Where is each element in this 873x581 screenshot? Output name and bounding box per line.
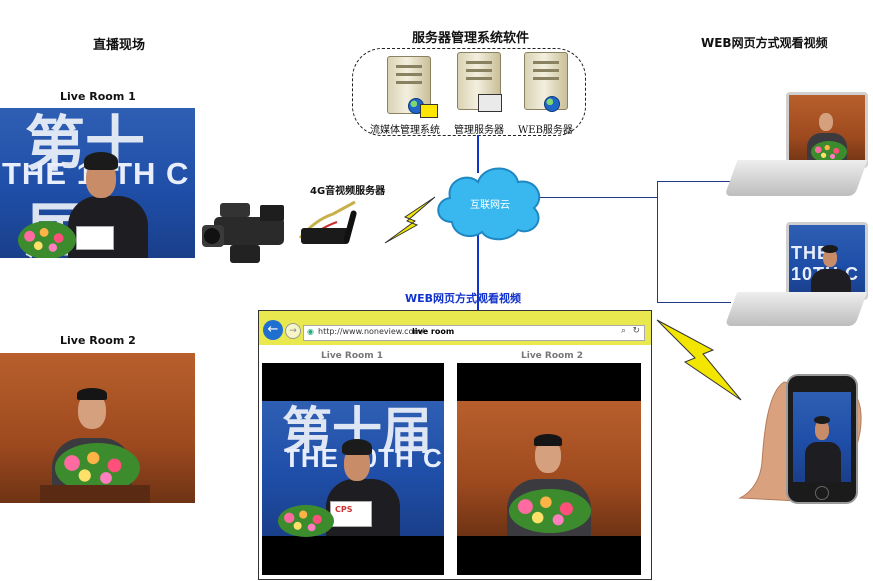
speaker-body — [805, 442, 841, 482]
monitor-icon — [478, 94, 502, 112]
room2-photo — [0, 353, 195, 503]
page-icon: ◉ — [307, 327, 314, 336]
link-laptop1 — [657, 181, 731, 182]
video-room1-image: 第十届 THE 10TH C CPS — [262, 401, 444, 537]
video-label-room2: Live Room 2 — [521, 351, 583, 361]
live-scene-title: 直播现场 — [93, 38, 146, 53]
video-player-room2[interactable] — [457, 363, 641, 575]
flower-arrangement — [278, 505, 334, 537]
laptop1-video — [789, 95, 865, 165]
laptop2-video: THE 10TH C — [789, 225, 865, 297]
link-servers-cloud — [477, 135, 479, 173]
flower-arrangement — [811, 141, 847, 163]
video-camera-icon — [202, 203, 284, 263]
web-view-title-center: WEB网页方式观看视频 — [405, 292, 522, 305]
speaker-turban — [822, 245, 838, 253]
podium-sign — [76, 226, 114, 250]
url-prefix: http://www.noneview.com/ — [318, 327, 424, 336]
speaker-turban — [84, 152, 118, 170]
speaker-hair — [77, 388, 107, 400]
web-view-title-top: WEB网页方式观看视频 — [701, 36, 828, 50]
forward-button[interactable]: → — [285, 323, 301, 339]
globe-icon — [544, 96, 560, 112]
wireless-bolt-icon — [384, 196, 436, 244]
laptop2-screen: THE 10TH C — [786, 222, 868, 300]
speaker-turban — [814, 416, 830, 424]
flower-arrangement — [509, 489, 591, 533]
search-icon[interactable]: ⌕ — [620, 326, 626, 336]
speaker-turban — [342, 439, 372, 455]
folder-icon — [420, 104, 438, 118]
podium-sign: CPS — [330, 501, 372, 527]
url-path: live room — [412, 327, 455, 336]
server-label-streaming: 流媒体管理系统 — [370, 125, 440, 136]
speaker-head — [815, 420, 829, 440]
podium — [40, 485, 150, 503]
smartphone — [786, 374, 858, 504]
room1-photo: 第十届 THE 10TH C — [0, 108, 195, 258]
link-cloud-laptops — [540, 197, 658, 198]
video-player-room1[interactable]: 第十届 THE 10TH C CPS — [262, 363, 444, 575]
server-label-web: WEB服务器 — [518, 125, 573, 136]
flower-arrangement — [55, 443, 140, 493]
room1-label: Live Room 1 — [60, 90, 136, 103]
browser-toolbar: ← → ◉ http://www.noneview.com/ live room… — [259, 311, 651, 345]
sign-text: CPS — [335, 505, 353, 514]
encoder-label: 4G音视频服务器 — [310, 186, 386, 197]
video-room2-image — [457, 401, 641, 536]
link-laptops-vertical — [657, 181, 658, 303]
browser-window: ← → ◉ http://www.noneview.com/ live room… — [258, 310, 652, 580]
laptop1-base — [724, 160, 868, 196]
link-cloud-browser — [477, 232, 479, 312]
refresh-icon[interactable]: ↻ — [632, 326, 640, 336]
wireless-bolt-icon — [656, 319, 742, 401]
home-button[interactable] — [815, 486, 829, 500]
video-label-room1: Live Room 1 — [321, 351, 383, 361]
back-button[interactable]: ← — [263, 320, 283, 340]
cloud-label: 互联网云 — [470, 200, 510, 211]
server-group-frame — [352, 48, 586, 136]
server-software-title: 服务器管理系统软件 — [412, 31, 530, 46]
speaker-head — [823, 249, 837, 267]
link-laptop2 — [657, 302, 731, 303]
phone-video — [793, 392, 851, 482]
address-bar[interactable]: ◉ http://www.noneview.com/ live room ⌕ ↻ — [303, 325, 645, 341]
speaker-head — [819, 113, 833, 131]
speaker-hair — [534, 434, 562, 446]
laptop2-base — [724, 292, 868, 326]
laptop1-screen — [786, 92, 868, 168]
internet-cloud-icon — [437, 167, 541, 241]
server-label-management: 管理服务器 — [454, 125, 504, 136]
flower-arrangement — [18, 221, 76, 258]
encoder-device-icon — [298, 200, 357, 244]
room2-label: Live Room 2 — [60, 334, 136, 347]
